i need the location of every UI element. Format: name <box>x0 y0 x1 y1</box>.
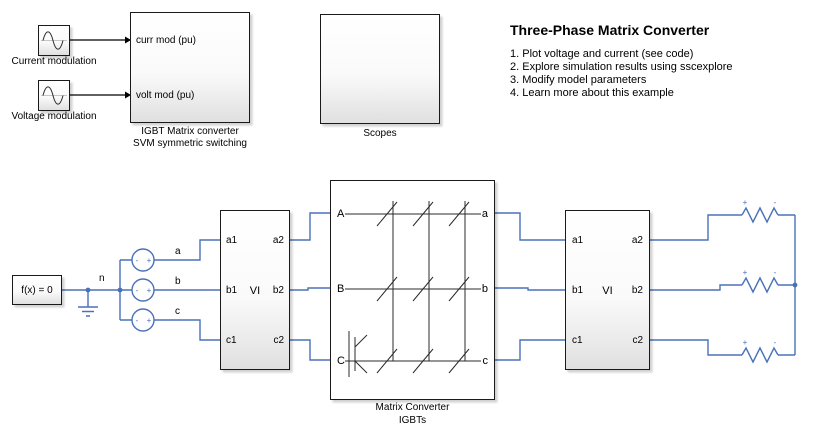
port-B: B <box>337 283 345 295</box>
port-label-volt-mod: volt mod (pu) <box>136 90 195 101</box>
current-modulation-block[interactable] <box>38 25 70 56</box>
wire-a2-to-A[interactable] <box>290 212 330 241</box>
phase-label-a: a <box>175 246 181 257</box>
matrix-converter-igbts-block[interactable]: A B C a b c <box>330 180 495 400</box>
wire-a-to-vi2[interactable] <box>495 212 565 241</box>
solver-configuration-block[interactable]: f(x) = 0 <box>12 275 62 305</box>
vi-sensor-block-1[interactable]: a1 b1 c1 a2 b2 c2 VI <box>220 210 290 370</box>
port-b1: b1 <box>572 285 584 296</box>
current-modulation-label: Current modulation <box>11 56 97 67</box>
source-c-minus: - <box>136 316 139 325</box>
wire-c2-to-C[interactable] <box>290 339 330 361</box>
port-b: b <box>481 283 488 295</box>
junction-dot <box>792 282 798 288</box>
wire-vi2-to-resistor-c[interactable] <box>650 339 742 356</box>
junction-dot <box>85 287 91 293</box>
ground-symbol-icon[interactable] <box>78 306 98 317</box>
igbt-matrix-art <box>345 201 481 377</box>
vi2-label: VI <box>602 285 613 297</box>
scopes-block[interactable] <box>320 14 440 124</box>
arrowhead-icon <box>125 36 131 44</box>
port-C: C <box>337 355 345 367</box>
wire-c-to-vi2[interactable] <box>495 339 565 361</box>
port-a2: a2 <box>272 235 284 246</box>
port-b1: b1 <box>226 285 238 296</box>
resistor-c-plus: + <box>743 338 748 347</box>
port-a: a <box>481 208 488 220</box>
port-b2: b2 <box>631 285 643 296</box>
source-c-plus: + <box>147 316 152 325</box>
vi-sensor-block-2[interactable]: a1 b1 c1 a2 b2 c2 VI <box>565 210 650 370</box>
resistor-block-b[interactable] <box>741 276 779 294</box>
phase-label-c: c <box>175 306 180 317</box>
voltage-modulation-block[interactable] <box>38 80 70 111</box>
port-a1: a1 <box>572 235 584 246</box>
resistor-block-c[interactable] <box>741 346 779 364</box>
wire-b2-to-B[interactable] <box>290 287 330 291</box>
resistor-b-plus: + <box>743 268 748 277</box>
port-b2: b2 <box>272 285 284 296</box>
resistor-a-minus: - <box>774 198 777 207</box>
port-a2: a2 <box>631 235 643 246</box>
port-c2: c2 <box>273 335 284 346</box>
resistor-a-plus: + <box>743 198 748 207</box>
port-c1: c1 <box>572 335 583 346</box>
sine-wave-icon <box>41 31 67 50</box>
vi1-label: VI <box>249 285 261 297</box>
matrix-caption-line2: IGBTs <box>398 415 427 426</box>
scopes-label: Scopes <box>363 128 397 139</box>
source-b-minus: - <box>136 286 139 295</box>
wire-phase-c-to-vi1[interactable] <box>154 319 220 341</box>
resistor-block-a[interactable] <box>741 206 779 224</box>
wire-vi2-to-resistor-b[interactable] <box>650 284 742 291</box>
converter-caption-line2: SVM symmetric switching <box>133 138 247 149</box>
wire-resistors-to-bus[interactable] <box>778 214 795 356</box>
wire-b-to-vi2[interactable] <box>495 287 565 291</box>
port-c1: c1 <box>226 335 237 346</box>
source-b-plus: + <box>147 286 152 295</box>
arrowhead-icon <box>125 91 131 99</box>
port-A: A <box>337 208 345 220</box>
converter-caption-line1: IGBT Matrix converter <box>141 126 239 137</box>
matrix-caption-line1: Matrix Converter <box>375 402 450 413</box>
port-a1: a1 <box>226 235 238 246</box>
instruction-3[interactable]: 3. Modify model parameters <box>510 74 647 86</box>
instruction-2[interactable]: 2. Explore simulation results using ssce… <box>510 61 733 73</box>
phase-label-b: b <box>175 276 181 287</box>
igbt-symbol <box>348 331 368 377</box>
instruction-1[interactable]: 1. Plot voltage and current (see code) <box>510 48 694 60</box>
voltage-modulation-label: Voltage modulation <box>11 111 97 122</box>
port-c2: c2 <box>632 335 643 346</box>
resistor-b-minus: - <box>774 268 777 277</box>
wire-vi2-to-resistor-a[interactable] <box>650 214 742 241</box>
junction-dot <box>117 287 123 293</box>
port-label-curr-mod: curr mod (pu) <box>136 35 197 46</box>
wire-phase-a-to-vi1[interactable] <box>154 239 220 261</box>
source-a-minus: - <box>136 256 139 265</box>
model-title: Three-Phase Matrix Converter <box>510 22 710 38</box>
igbt-converter-control-block[interactable]: curr mod (pu) volt mod (pu) <box>130 12 250 123</box>
source-a-plus: + <box>147 256 152 265</box>
instruction-4[interactable]: 4. Learn more about this example <box>510 87 674 99</box>
port-c: c <box>482 355 489 367</box>
solver-label: f(x) = 0 <box>21 284 53 296</box>
resistor-c-minus: - <box>774 338 777 347</box>
node-label-n: n <box>99 273 105 284</box>
sine-wave-icon <box>41 86 67 105</box>
